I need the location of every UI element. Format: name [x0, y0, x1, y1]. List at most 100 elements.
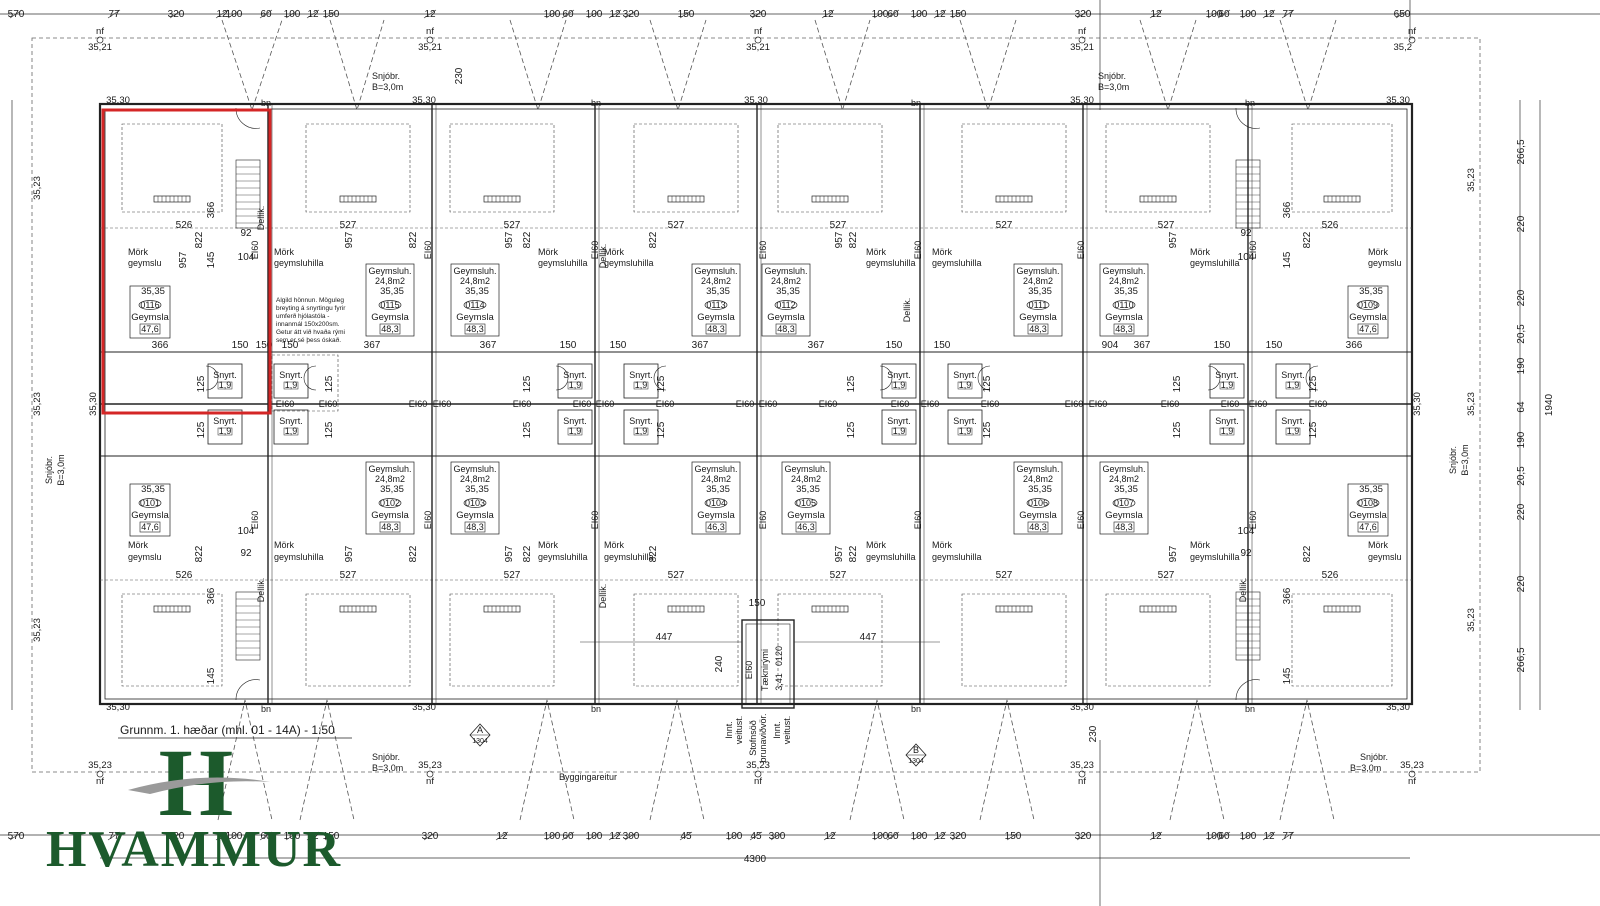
unit-area: 47,6	[141, 324, 159, 334]
top-dim-value: 320	[750, 9, 767, 20]
unit-sub-label: Geymsluh.	[1016, 266, 1059, 276]
bottom-dim-value: 60	[562, 831, 574, 842]
inner-dim: 125	[324, 421, 335, 438]
inner-dim: 904	[1102, 340, 1119, 351]
bottom-level: 35,23	[418, 760, 442, 771]
mork-label: Mörk	[1190, 247, 1210, 257]
bottom-dim-value: 12	[216, 831, 228, 842]
side-level: 35,23	[32, 618, 43, 642]
inner-dim: 822	[408, 545, 419, 562]
drawing-title: Grunnm. 1. hæðar (mhl. 01 - 14A) - 1:50	[120, 723, 335, 737]
stair-dim: 92	[240, 228, 252, 239]
unit-sub-label: Geymsluh.	[764, 266, 807, 276]
ei60-label: EI60	[1248, 241, 1258, 260]
bottom-level: 35,23	[1070, 760, 1094, 771]
toilet-area: 1,9	[1287, 380, 1300, 390]
mork-label: Mörk	[866, 540, 886, 550]
inner-dim: 822	[522, 231, 533, 248]
inner-dim: 145	[1282, 667, 1293, 684]
stair-dim: 92	[240, 548, 252, 559]
unit-level: 35,35	[1359, 286, 1383, 297]
mork-labels: MörkgeymsluMörkgeymsluhillaMörkgeymsluhi…	[128, 247, 1402, 562]
svg-text:1304: 1304	[472, 738, 488, 745]
unit-area: 47,6	[1359, 522, 1377, 532]
inner-dim: 957	[1168, 545, 1179, 562]
inner-dim: 526	[176, 570, 193, 581]
svg-text:Snjóbr.: Snjóbr.	[1360, 752, 1388, 762]
inner-dim: 526	[1322, 220, 1339, 231]
inner-dim: 145	[1282, 251, 1293, 268]
unit-sub-area: 24,8m2	[791, 474, 821, 484]
top-dim-value: 12	[609, 9, 621, 20]
mork-label: Mörk	[538, 540, 558, 550]
inner-dim: 145	[206, 251, 217, 268]
toilet-area: 1,9	[893, 380, 906, 390]
top-dim-value: 12	[1263, 9, 1275, 20]
top-dim-value: 12	[424, 9, 436, 20]
toilet-label: Snyrt.	[279, 416, 303, 426]
floor-level: 35,30	[1070, 95, 1094, 106]
inner-dim: 150	[282, 340, 299, 351]
unit-area: 48,3	[1115, 522, 1133, 532]
unit-area: 48,3	[777, 324, 795, 334]
inner-dim: 822	[1302, 545, 1313, 562]
inner-dim: 366	[1282, 587, 1293, 604]
inner-dim: 527	[830, 220, 847, 231]
svg-text:veitust.: veitust.	[782, 716, 792, 745]
unit-sub-area: 24,8m2	[701, 474, 731, 484]
bottom-dim-value: 320	[1075, 831, 1092, 842]
mork-label: Mörk	[1368, 540, 1388, 550]
inner-dim: 150	[886, 340, 903, 351]
top-dim-value: 320	[168, 9, 185, 20]
svg-text:447: 447	[656, 632, 673, 643]
unit-partition-walls	[267, 104, 1253, 704]
mork-label: geymsluhilla	[1190, 552, 1240, 562]
top-dim-value: 100	[872, 9, 889, 20]
ei60-label: EI60	[409, 399, 428, 409]
mork-label: Mörk	[128, 247, 148, 257]
inner-dim: 822	[648, 545, 659, 562]
toilet-label: Snyrt.	[279, 370, 303, 380]
mork-label: geymsluhilla	[604, 552, 654, 562]
svg-text:A: A	[477, 725, 483, 735]
unit-id: 0110	[1114, 300, 1133, 310]
unit-type: Geymsla	[697, 510, 735, 521]
inner-dim: 230	[1088, 725, 1099, 742]
svg-text:veitust.: veitust.	[734, 716, 744, 745]
svg-text:Algild hönnun. Möguleg: Algild hönnun. Möguleg	[276, 297, 344, 304]
ei60-label: EI60	[319, 399, 338, 409]
inner-dim: 527	[668, 570, 685, 581]
bn-label: bn	[1245, 98, 1255, 108]
bottom-dim-value: 12	[609, 831, 621, 842]
mork-label: Mörk	[274, 247, 294, 257]
svg-text:B: B	[913, 745, 919, 755]
svg-text:0120: 0120	[774, 646, 784, 666]
inner-dim: 125	[196, 421, 207, 438]
right-dim-value: 266,5	[1516, 139, 1527, 164]
bottom-dim-value: 60	[1218, 831, 1230, 842]
svg-text:B=3,0m: B=3,0m	[56, 454, 66, 485]
toilet-label: Snyrt.	[953, 416, 977, 426]
unit-sub-label: Geymsluh.	[694, 266, 737, 276]
inner-dim: 957	[344, 545, 355, 562]
unit-sub-label: Geymsluh.	[1016, 464, 1059, 474]
unit-type: Geymsla	[697, 312, 735, 323]
svg-text:B=3,0m: B=3,0m	[372, 763, 403, 773]
svg-text:Snjóbr.: Snjóbr.	[1098, 71, 1126, 81]
snow-path-label-right: Snjóbr. B=3,0m	[1448, 444, 1470, 475]
unit-sub-label: Geymsluh.	[368, 266, 411, 276]
inner-dim: 150	[232, 340, 249, 351]
inner-dim: 527	[504, 220, 521, 231]
mork-label: geymslu	[128, 258, 162, 268]
inner-dimension-labels: 5265265275275275275275275275275275275275…	[152, 67, 1363, 742]
storage-rooms	[121, 123, 1393, 687]
technical-room: Tæknirými 0120 3,41 EI60	[741, 619, 795, 709]
ei60-label: EI60	[656, 399, 675, 409]
